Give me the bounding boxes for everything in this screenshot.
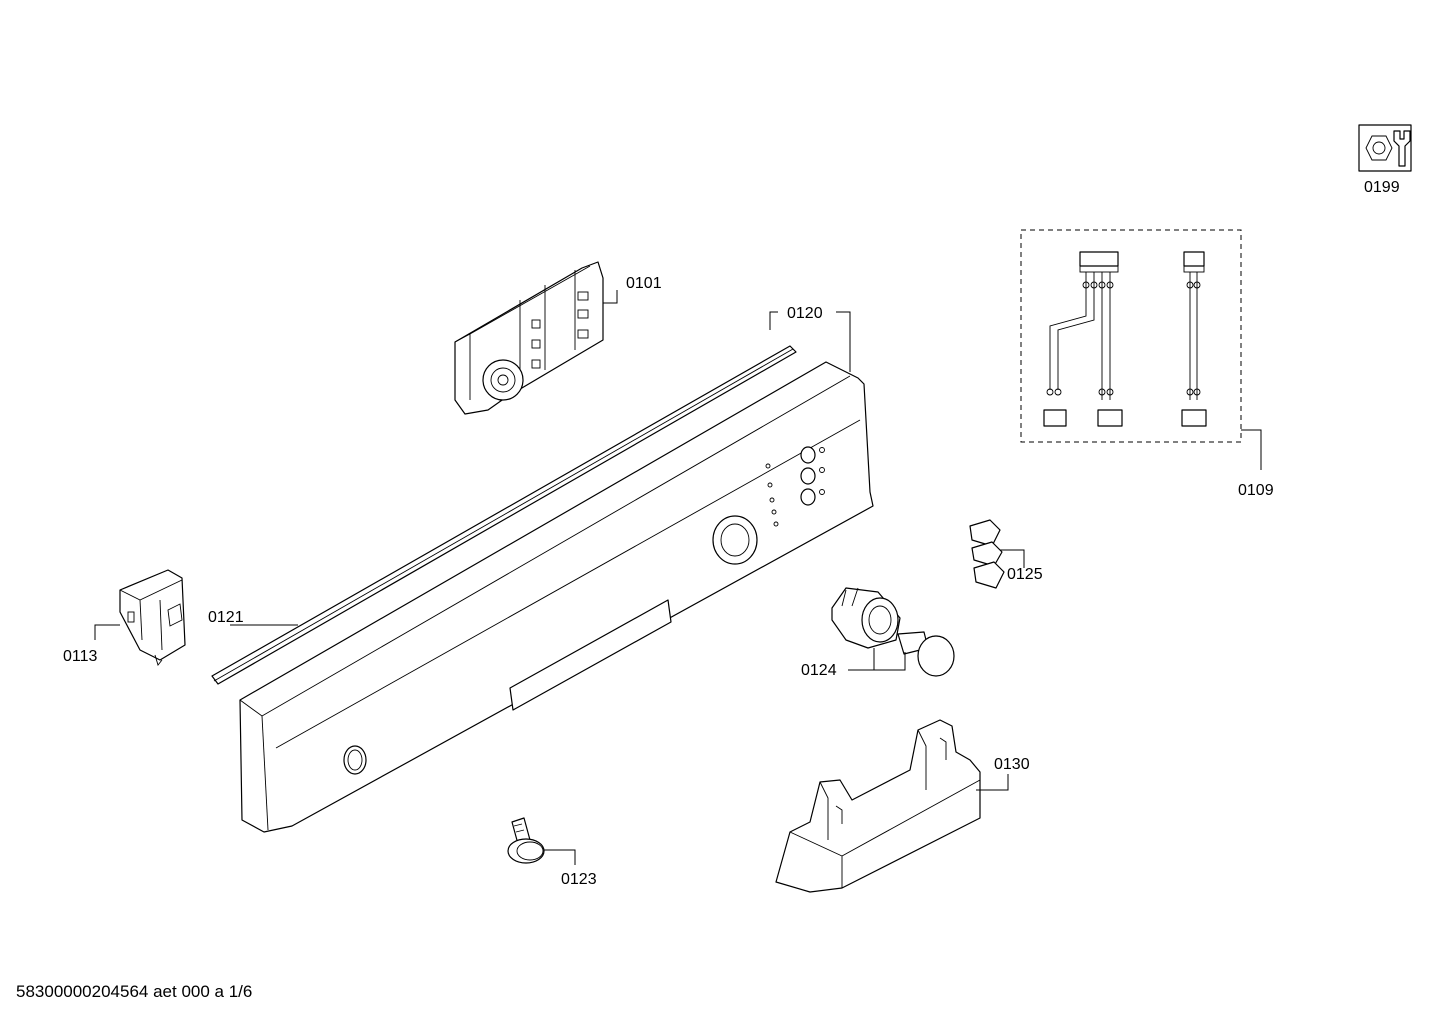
part-0130-cover: 0130 (775, 719, 1030, 893)
part-label-0113: 0113 (63, 648, 98, 665)
part-0109-wiring-harness: 0109 (1020, 229, 1274, 499)
document-code: 58300000204564 aet 000 a 1/6 (16, 982, 253, 1001)
part-label-0125: 0125 (1007, 566, 1043, 583)
part-0123-led-holder: 0123 (507, 817, 597, 888)
part-label-0120: 0120 (787, 305, 823, 322)
part-0199-service-icon: 0199 (1358, 124, 1412, 196)
part-label-0121: 0121 (208, 609, 244, 626)
part-0124-selector-knob: 0124 (801, 587, 955, 679)
part-label-0130: 0130 (994, 756, 1030, 773)
part-label-0199: 0199 (1364, 179, 1400, 196)
part-label-0123: 0123 (561, 871, 597, 888)
part-label-0109: 0109 (1238, 482, 1274, 499)
part-label-0124: 0124 (801, 662, 837, 679)
nut-wrench-icon (1358, 124, 1412, 172)
part-0121-trim-strip: 0121 (208, 345, 797, 685)
part-0113-bracket: 0113 (63, 569, 186, 666)
part-0125-push-buttons: 0125 (969, 519, 1043, 589)
part-0101-control-module: 0101 (454, 261, 662, 415)
part-label-0101: 0101 (626, 275, 662, 292)
part-0120-control-panel: 0120 (239, 305, 874, 833)
